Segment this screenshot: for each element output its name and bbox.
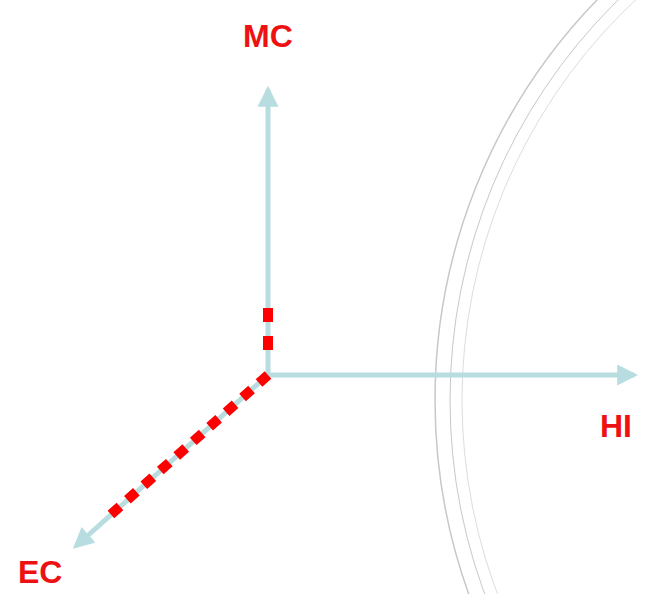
mc-dashes (263, 308, 273, 356)
axis-label: EC (18, 556, 62, 588)
ec-dashes (108, 375, 268, 517)
arc (435, 0, 645, 594)
mc-axis (266, 90, 271, 377)
axis-label: MC (243, 20, 293, 52)
background-arcs (435, 0, 645, 594)
arc (462, 0, 645, 594)
axis-label: HI (600, 410, 632, 442)
ec-axis (76, 375, 268, 546)
hi-axis (266, 373, 634, 378)
arc (450, 0, 645, 594)
